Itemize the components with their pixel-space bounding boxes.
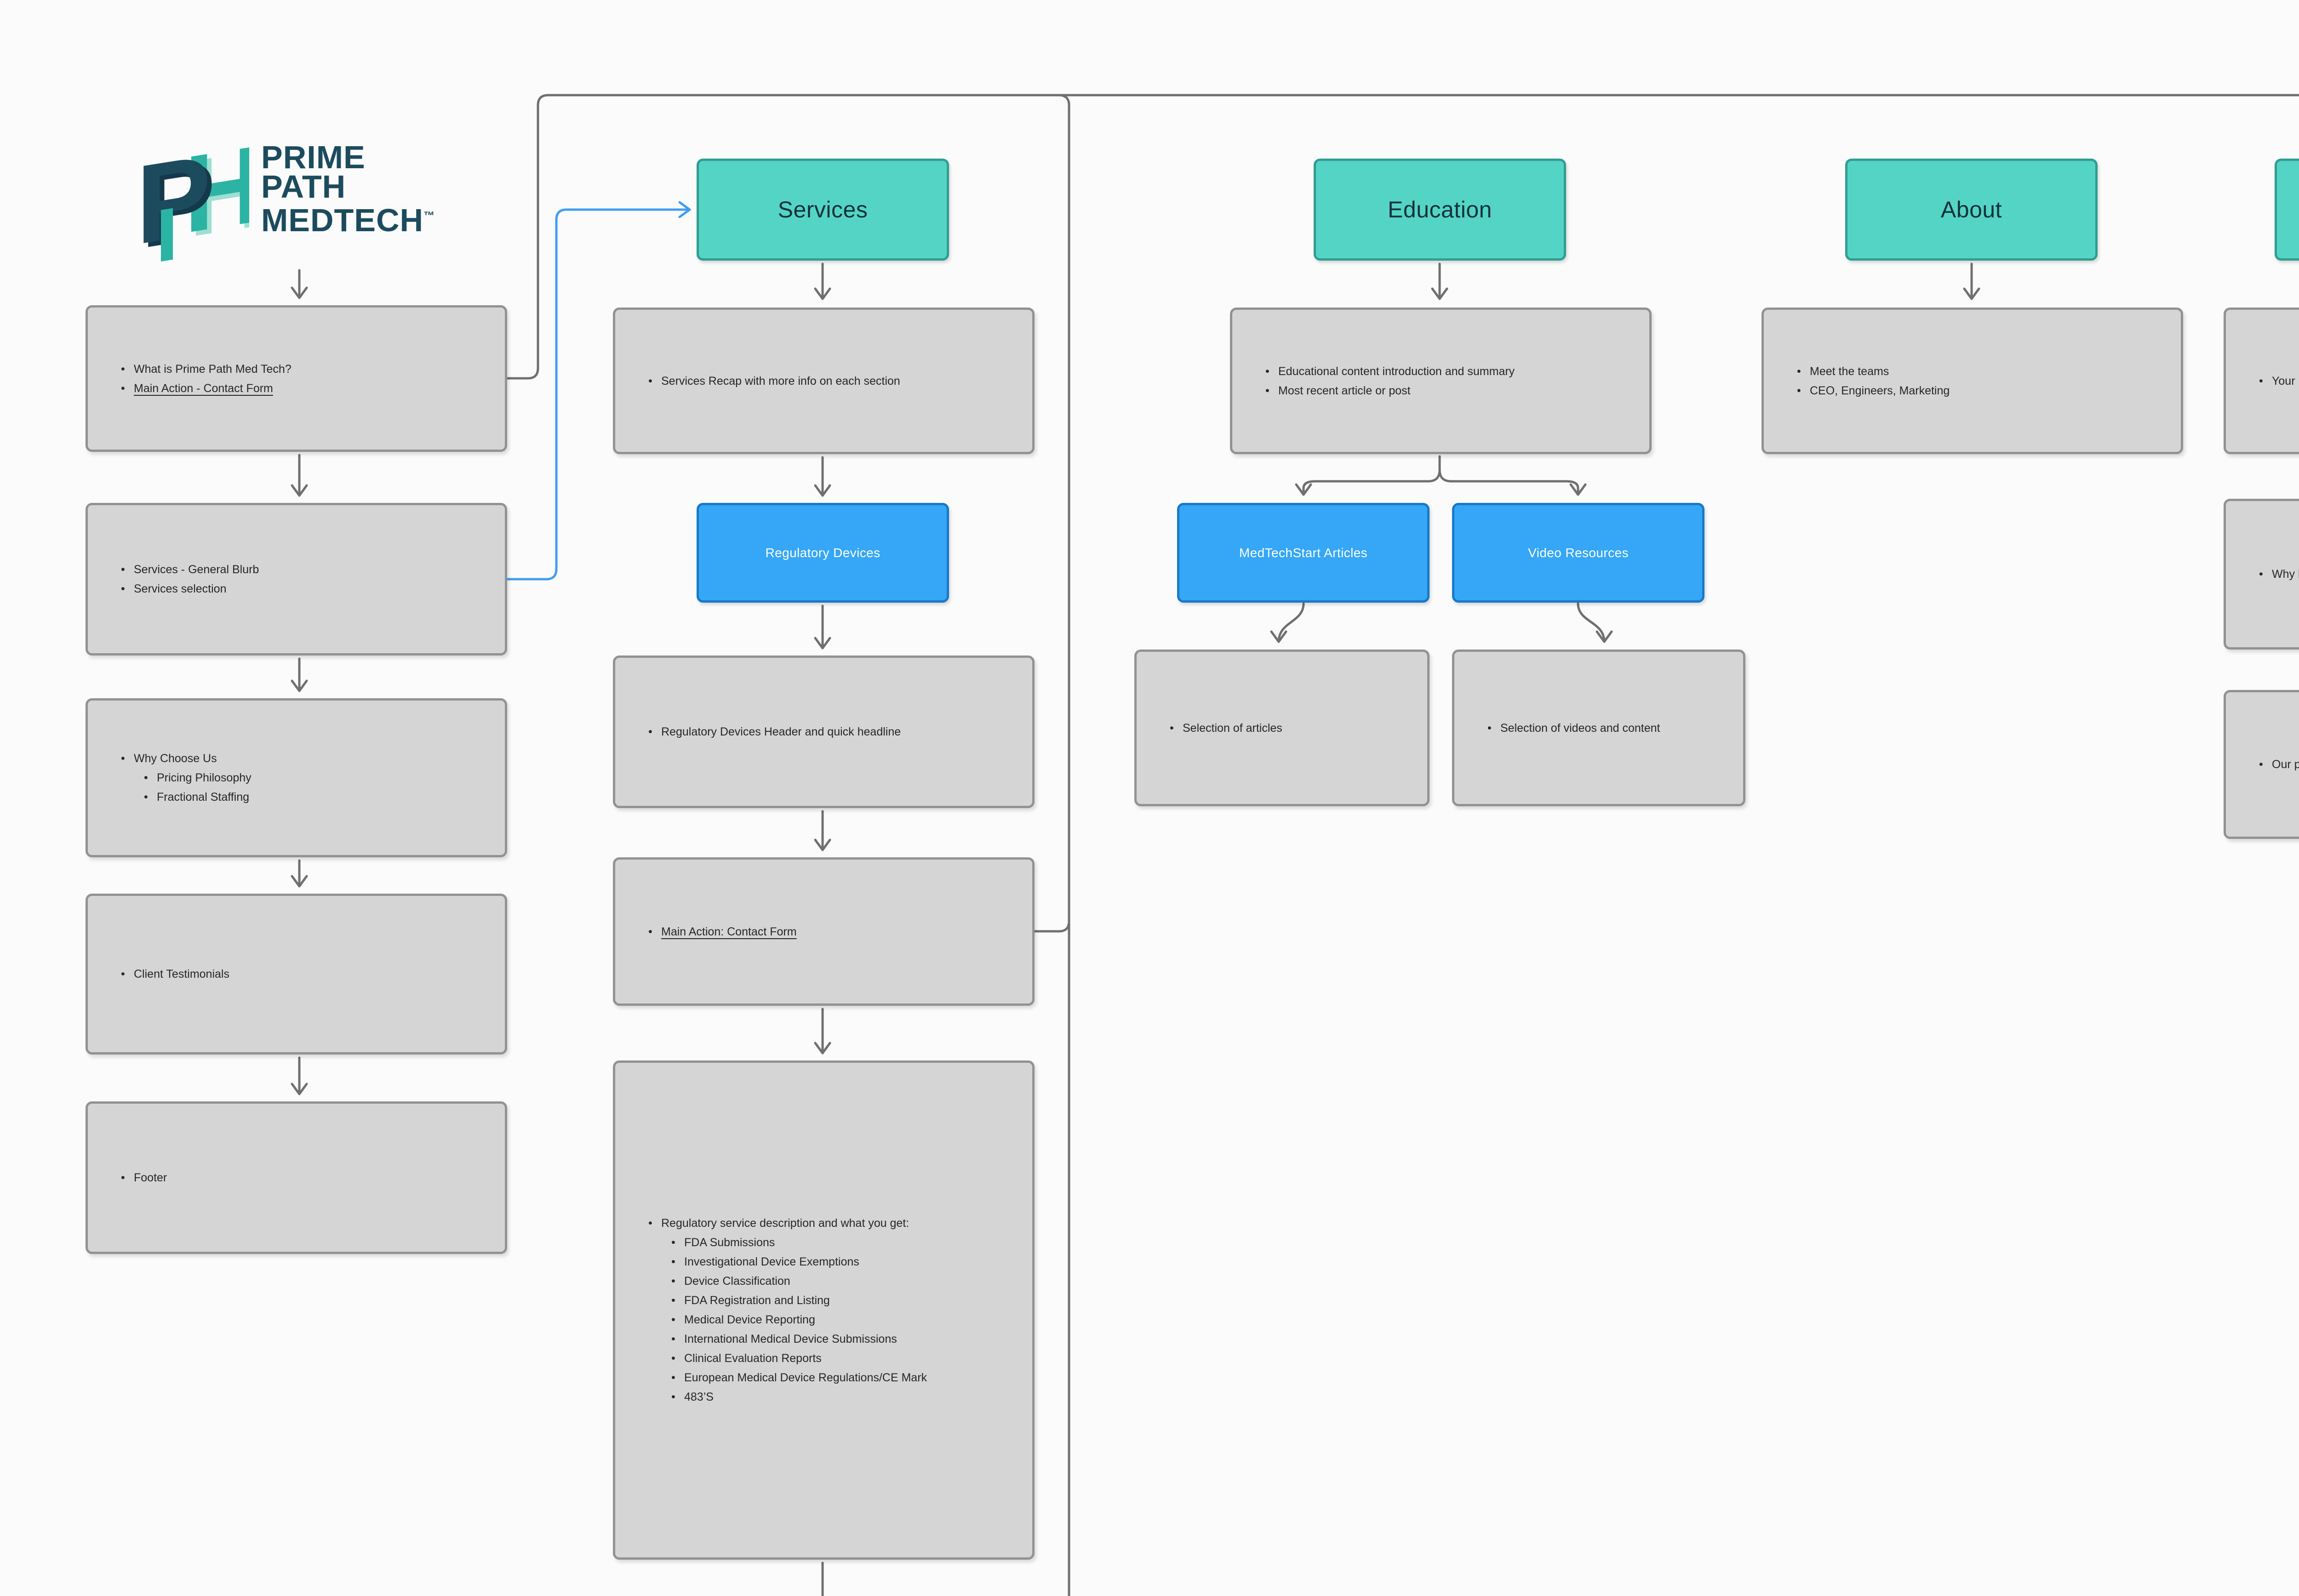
node-label: Video Resources — [1528, 545, 1629, 560]
bullet-list: Services - General BlurbServices selecti… — [88, 560, 280, 598]
bullet-list: Meet the teamsCEO, Engineers, Marketing — [1764, 362, 1971, 400]
trademark-symbol: ™ — [423, 210, 435, 222]
node-education-content: Educational content introduction and sum… — [1230, 308, 1652, 454]
node-home-services: Services - General BlurbServices selecti… — [86, 503, 507, 656]
node-home-why-choose-us: Why Choose UsPricing PhilosophyFractiona… — [86, 698, 507, 857]
bullet-list: Main Action: Contact Form — [615, 922, 818, 941]
node-partner-partners: Our partners — [2224, 690, 2299, 839]
bullet-item: Your Expertise + Our Expertise = Unstopp… — [2255, 371, 2299, 391]
node-videos-selection: Selection of videos and content — [1452, 650, 1745, 806]
bullet-item: Selection of articles — [1166, 718, 1282, 738]
node-home-overview: What is Prime Path Med Tech?Main Action … — [86, 305, 507, 452]
svg-text:H: H — [189, 132, 249, 260]
node-video-resources: Video Resources — [1452, 503, 1704, 603]
brand-logo: H H P P PRIME PATH MEDTECH™ — [134, 132, 435, 267]
bullet-list: Services Recap with more info on each se… — [615, 371, 921, 391]
bullet-list: Client Testimonials — [88, 964, 251, 984]
node-partner-intro: Your Expertise + Our Expertise = Unstopp… — [2224, 308, 2299, 454]
bullet-item: Meet the teams — [1793, 362, 1950, 381]
bullet-list: Selection of videos and content — [1454, 718, 1681, 738]
brand-word-medtech: MEDTECH™ — [261, 202, 435, 238]
bullet-item: 483’S — [668, 1387, 927, 1407]
bullet-item: Client Testimonials — [117, 964, 229, 984]
node-label: MedTechStart Articles — [1239, 545, 1368, 560]
node-label: Education — [1388, 197, 1492, 222]
bullet-list: Educational content introduction and sum… — [1232, 362, 1536, 400]
node-medtechstart-articles: MedTechStart Articles — [1177, 503, 1430, 603]
bullet-item: Device Classification — [668, 1271, 927, 1291]
svg-text:H: H — [184, 132, 249, 256]
node-label: Regulatory Devices — [765, 545, 881, 560]
bullet-item: FDA Registration and Listing — [668, 1291, 927, 1310]
bullet-list: Your Expertise + Our Expertise = Unstopp… — [2226, 371, 2299, 391]
node-education-header: Education — [1314, 159, 1566, 261]
bullet-list: Regulatory service description and what … — [615, 1214, 948, 1407]
bullet-list: Why become a partner — [2226, 564, 2299, 584]
bullet-item: Pricing Philosophy — [140, 768, 252, 787]
node-articles-selection: Selection of articles — [1134, 650, 1430, 806]
node-regulatory-details: Regulatory service description and what … — [613, 1060, 1035, 1560]
bullet-item: Regulatory Devices Header and quick head… — [645, 722, 901, 741]
bullet-list: Selection of articles — [1137, 718, 1304, 738]
bullet-item: European Medical Device Regulations/CE M… — [668, 1368, 927, 1387]
bullet-item: Our partners — [2255, 755, 2299, 774]
bullet-item: Services Recap with more info on each se… — [645, 371, 900, 391]
bullet-item: Most recent article or post — [1262, 381, 1515, 400]
bullet-item: Footer — [117, 1168, 167, 1187]
bullet-list: Why Choose UsPricing PhilosophyFractiona… — [88, 749, 273, 807]
node-partner-why: Why become a partner — [2224, 499, 2299, 650]
bullet-item: Clinical Evaluation Reports — [668, 1349, 927, 1368]
bullet-item: Services selection — [117, 579, 259, 598]
bullet-item: Regulatory service description and what … — [645, 1214, 927, 1233]
node-about-header: About — [1845, 159, 2098, 261]
svg-text:P: P — [141, 135, 216, 267]
brand-wordmark: PRIME PATH MEDTECH™ — [261, 139, 435, 238]
bullet-list: Our partners — [2226, 755, 2299, 774]
bullet-item: Educational content introduction and sum… — [1262, 362, 1515, 381]
bullet-item: Main Action - Contact Form — [117, 379, 292, 398]
bullet-item: What is Prime Path Med Tech? — [117, 359, 292, 379]
brand-word-prime: PRIME — [261, 139, 366, 175]
bullet-item: Investigational Device Exemptions — [668, 1252, 927, 1271]
bullet-list: What is Prime Path Med Tech?Main Action … — [88, 359, 313, 398]
node-regulatory-header: Regulatory Devices Header and quick head… — [613, 656, 1035, 808]
node-regulatory-main-action: Main Action: Contact Form — [613, 857, 1035, 1006]
bullet-item: Services - General Blurb — [117, 560, 259, 579]
bullet-item: Why Choose Us — [117, 749, 252, 768]
brand-word-path: PATH — [261, 169, 346, 205]
node-services-recap: Services Recap with more info on each se… — [613, 308, 1035, 454]
prime-path-monogram-icon: H H P P — [136, 132, 249, 267]
node-services-header: Services — [697, 159, 949, 261]
node-about-team: Meet the teamsCEO, Engineers, Marketing — [1761, 308, 2183, 454]
bullet-item: International Medical Device Submissions — [668, 1329, 927, 1349]
node-home-testimonials: Client Testimonials — [86, 894, 507, 1054]
svg-text:P: P — [136, 132, 211, 267]
bullet-item: CEO, Engineers, Marketing — [1793, 381, 1950, 400]
node-regulatory-devices: Regulatory Devices — [697, 503, 949, 603]
bullet-item: Main Action: Contact Form — [645, 922, 797, 941]
node-label: Services — [778, 197, 868, 222]
node-partner-program-header: Partner Program — [2275, 159, 2299, 261]
bullet-item: Medical Device Reporting — [668, 1310, 927, 1329]
bullet-item: Selection of videos and content — [1484, 718, 1660, 738]
bullet-item: Fractional Staffing — [140, 787, 252, 807]
bullet-item: Why become a partner — [2255, 564, 2299, 584]
bullet-item: FDA Submissions — [668, 1233, 927, 1252]
bullet-list: Regulatory Devices Header and quick head… — [615, 722, 922, 741]
node-home-footer: Footer — [86, 1101, 507, 1254]
bullet-list: Footer — [88, 1168, 188, 1187]
node-label: About — [1940, 197, 2002, 222]
